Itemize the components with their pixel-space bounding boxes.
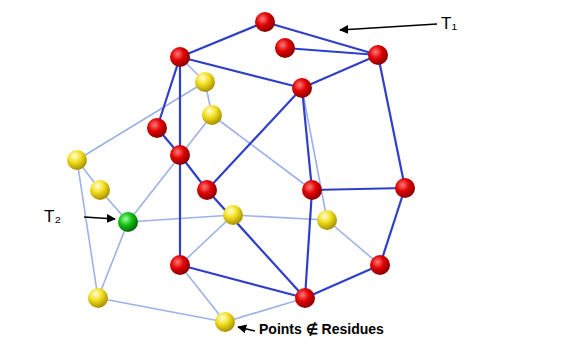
non-residue-spheres	[67, 72, 337, 332]
points-label: Points ∉ Residues	[259, 322, 384, 336]
residue-spheres	[147, 12, 415, 308]
leader-arrows	[84, 24, 437, 331]
t2-label: T₂	[44, 208, 61, 225]
t1-label: T₁	[441, 15, 457, 32]
dark-edges	[157, 22, 405, 298]
t2-sphere	[118, 212, 138, 232]
